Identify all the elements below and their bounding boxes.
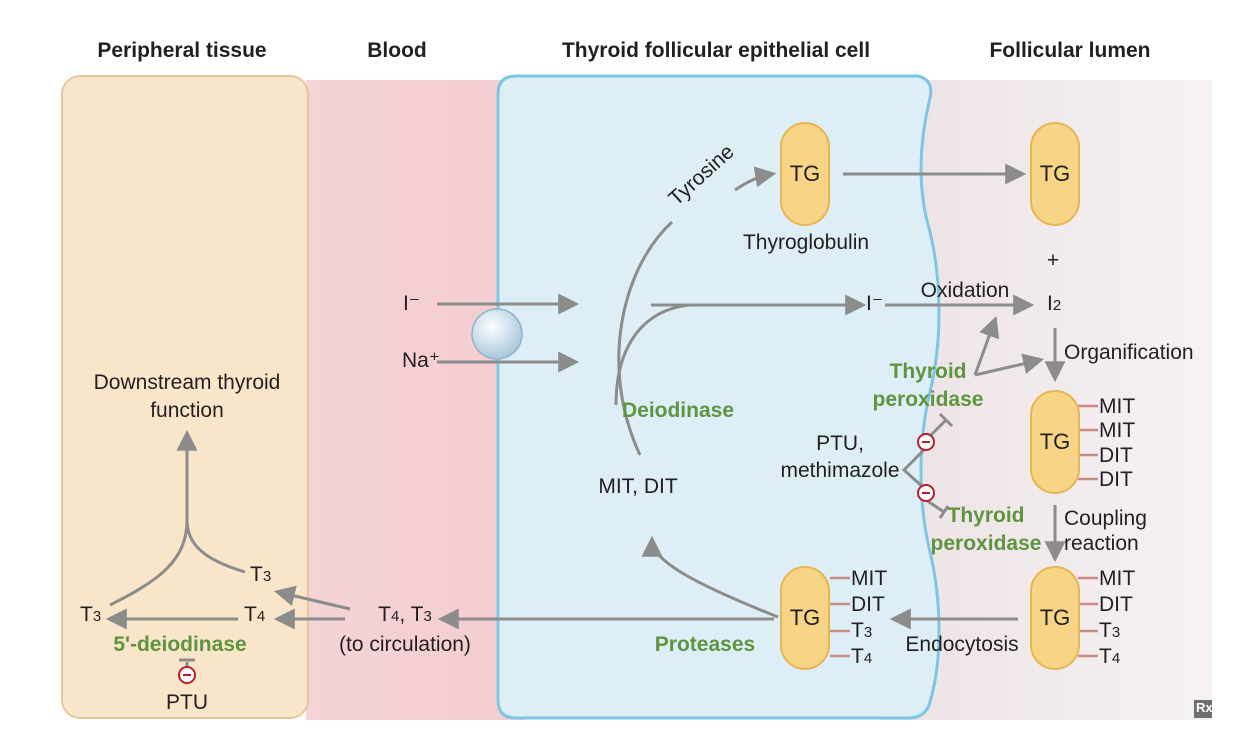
plus-sign: + — [1046, 249, 1060, 272]
proteases-label: Proteases — [654, 633, 756, 656]
deiodinase-iodide-curve — [614, 303, 691, 406]
coupling-reaction-label: Coupling reaction — [1064, 507, 1147, 556]
ptu-inhibit-bar-2 — [938, 505, 950, 519]
tag-mit-1: MIT — [1099, 395, 1136, 418]
t3-peripheral-label: T3 — [250, 563, 272, 586]
header-thyroid-cell: Thyroid follicular epithelial cell — [561, 39, 871, 62]
organification-label: Organification — [1064, 341, 1194, 364]
tg-lumen-top: TG — [1030, 122, 1080, 226]
mid-tg-tag-lines — [1078, 404, 1098, 481]
tpo-oxidation-arrow — [973, 316, 1000, 376]
tg-lumen-mid: TG — [1030, 390, 1080, 494]
sodium-label: Na⁺ — [402, 349, 440, 372]
tag-lumen-mit: MIT — [1099, 567, 1136, 590]
inhibition-icon-tpo-2 — [917, 484, 935, 502]
ptu-inhibit-bar-1 — [938, 412, 954, 428]
rx-logo: Rx — [1196, 700, 1213, 715]
downstream-function-label: Downstream thyroid function — [93, 371, 281, 423]
protease-recycle-arrow — [641, 535, 779, 619]
inhibition-icon-tpo-1 — [917, 433, 935, 451]
ptu-label: PTU — [166, 691, 208, 714]
rx-logo-box — [1194, 700, 1212, 718]
t3-function-arrow-right — [185, 519, 246, 574]
oxidation-label: Oxidation — [920, 279, 1010, 302]
tg-cell-bottom: TG — [780, 566, 830, 670]
endocytosis-label: Endocytosis — [905, 633, 1019, 656]
thyroglobulin-label: Thyroglobulin — [742, 231, 870, 254]
to-circulation-label: (to circulation) — [339, 633, 471, 656]
iodide-blood-label: I⁻ — [403, 292, 420, 315]
tg-cell-top: TG — [780, 122, 830, 226]
tag-lumen-dit: DIT — [1099, 593, 1133, 616]
ptu-methimazole-label: PTU, methimazole — [780, 432, 900, 483]
tag-mit-2: MIT — [1099, 419, 1136, 442]
header-follicular-lumen: Follicular lumen — [989, 39, 1151, 62]
iodine-label: I2 — [1047, 292, 1062, 315]
tag-cell-dit: DIT — [851, 593, 885, 616]
tag-cell-t3: T3 — [851, 619, 873, 642]
t4-peripheral-label: T4 — [244, 603, 266, 626]
t3-uptake-arrow — [273, 585, 351, 611]
ptu-inhibit-line-2 — [925, 498, 945, 514]
tag-cell-mit: MIT — [851, 567, 888, 590]
mit-dit-label: MIT, DIT — [598, 475, 678, 498]
t4-t3-label: T4, T3 — [378, 603, 432, 626]
cell-tg-tag-lines — [830, 576, 850, 658]
lumen-tg-tag-lines — [1078, 576, 1098, 658]
tag-lumen-t4: T4 — [1099, 645, 1121, 668]
tag-lumen-t3: T3 — [1099, 619, 1121, 642]
thyroid-peroxidase-label-2: Thyroid peroxidase — [930, 504, 1042, 556]
peripheral-tissue-region — [61, 75, 309, 719]
header-peripheral-tissue: Peripheral tissue — [97, 39, 267, 62]
blood-region — [306, 80, 526, 720]
tg-lumen-bottom: TG — [1030, 566, 1080, 670]
recycle-curve-lower — [617, 220, 674, 456]
ptu-inhibition-fork — [901, 446, 928, 492]
t3-product-label: T3 — [80, 603, 102, 626]
iodide-cell-label: I⁻ — [866, 292, 883, 315]
tag-dit-1: DIT — [1099, 444, 1133, 467]
tag-cell-t4: T4 — [851, 645, 873, 668]
tpo-organification-arrow — [974, 353, 1045, 377]
thyroid-peroxidase-label-1: Thyroid peroxidase — [872, 360, 984, 412]
tag-dit-2: DIT — [1099, 468, 1133, 491]
nis-symporter-icon — [471, 308, 523, 360]
header-blood: Blood — [367, 39, 427, 62]
deiodinase-label: Deiodinase — [621, 399, 735, 422]
inhibition-icon-deiodinase — [178, 666, 196, 684]
follicular-cell-region — [496, 74, 941, 720]
tyrosine-arrow — [734, 166, 777, 192]
five-prime-deiodinase-label: 5'-deiodinase — [113, 633, 247, 656]
